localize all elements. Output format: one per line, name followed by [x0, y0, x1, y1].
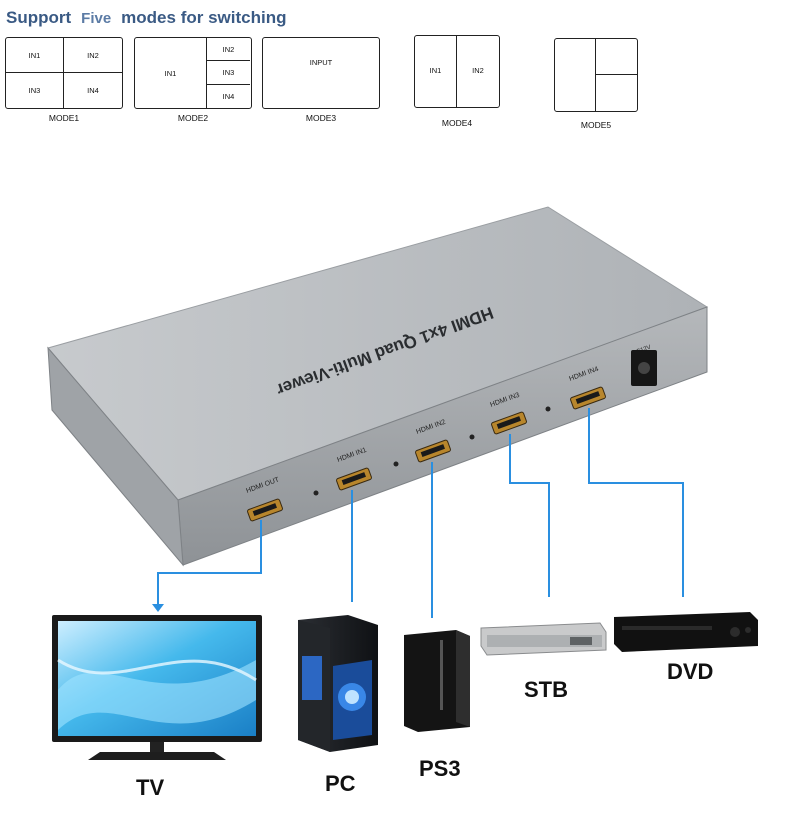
mode1-cell-in3: IN3 — [6, 73, 64, 108]
hdmi-in4-port — [570, 386, 606, 410]
cables — [157, 408, 684, 618]
dvd-illustration — [614, 612, 758, 652]
mode2-cell-in2: IN2 — [207, 38, 250, 62]
pc-illustration — [298, 615, 378, 752]
device-left-side — [47, 346, 184, 567]
mode5-cell-bottom-right — [596, 75, 637, 111]
mode2-cell-in4: IN4 — [222, 91, 235, 101]
mode2-cell-in1: IN1 — [135, 38, 207, 108]
mode4-label: MODE4 — [441, 118, 473, 128]
mode1-label: MODE1 — [48, 113, 80, 123]
mode1-cell-in2: IN2 — [64, 38, 122, 73]
heading-support: Support — [6, 8, 72, 27]
mode3-diagram: INPUT — [262, 37, 380, 109]
ps3-label: PS3 — [419, 756, 461, 781]
connection-scene: HDMI 4x1 Quad Multi-Viewer HDMI OUT HDMI… — [47, 206, 758, 760]
led-indicator — [393, 461, 399, 467]
hdmi-in3-port — [491, 411, 527, 435]
mode2-diagram: IN1 IN2 IN3 IN4 — [134, 37, 252, 109]
dvd-label: DVD — [667, 659, 714, 684]
cable-stb — [509, 434, 550, 597]
mode4-diagram: IN1 IN2 — [414, 35, 500, 108]
mode5-cell-left — [555, 39, 596, 111]
tv-illustration — [52, 615, 262, 760]
led-indicator — [313, 490, 319, 496]
stb-label: STB — [524, 677, 568, 702]
mode5-label: MODE5 — [580, 120, 612, 130]
hdmi-out-port — [247, 498, 283, 522]
cable-tv — [157, 520, 262, 605]
mode2-label: MODE2 — [177, 113, 209, 123]
mode5-cell-top-right — [596, 39, 637, 75]
power-jack — [631, 350, 657, 386]
multiviewer-device: HDMI 4x1 Quad Multi-Viewer HDMI OUT HDMI… — [47, 206, 709, 567]
mode2-cell-in3: IN3 — [207, 61, 250, 85]
cable-dvd — [588, 408, 684, 597]
mode3-label: MODE3 — [305, 113, 337, 123]
mode1-cell-in4: IN4 — [87, 86, 99, 95]
page-title: Support Five modes for switching — [6, 8, 286, 28]
heading-five: Five — [81, 10, 112, 27]
arrow-down-icon — [152, 604, 164, 612]
pc-label: PC — [325, 771, 356, 796]
mode4-cell-in1: IN1 — [415, 36, 457, 107]
hdmi-in2-port — [415, 439, 451, 463]
hdmi-in1-port — [336, 467, 372, 491]
mode4-cell-in2: IN2 — [472, 66, 484, 75]
heading-modes: modes for switching — [121, 8, 287, 27]
led-indicator — [545, 406, 551, 412]
mode1-cell-in1: IN1 — [6, 38, 64, 73]
ps3-illustration — [404, 630, 470, 732]
stb-illustration — [480, 622, 607, 656]
led-indicator — [469, 434, 475, 440]
mode5-diagram — [554, 38, 638, 112]
mode3-cell-input: INPUT — [309, 58, 333, 67]
mode1-diagram: IN1 IN2 IN3 IN4 — [5, 37, 123, 109]
tv-label: TV — [136, 775, 165, 800]
